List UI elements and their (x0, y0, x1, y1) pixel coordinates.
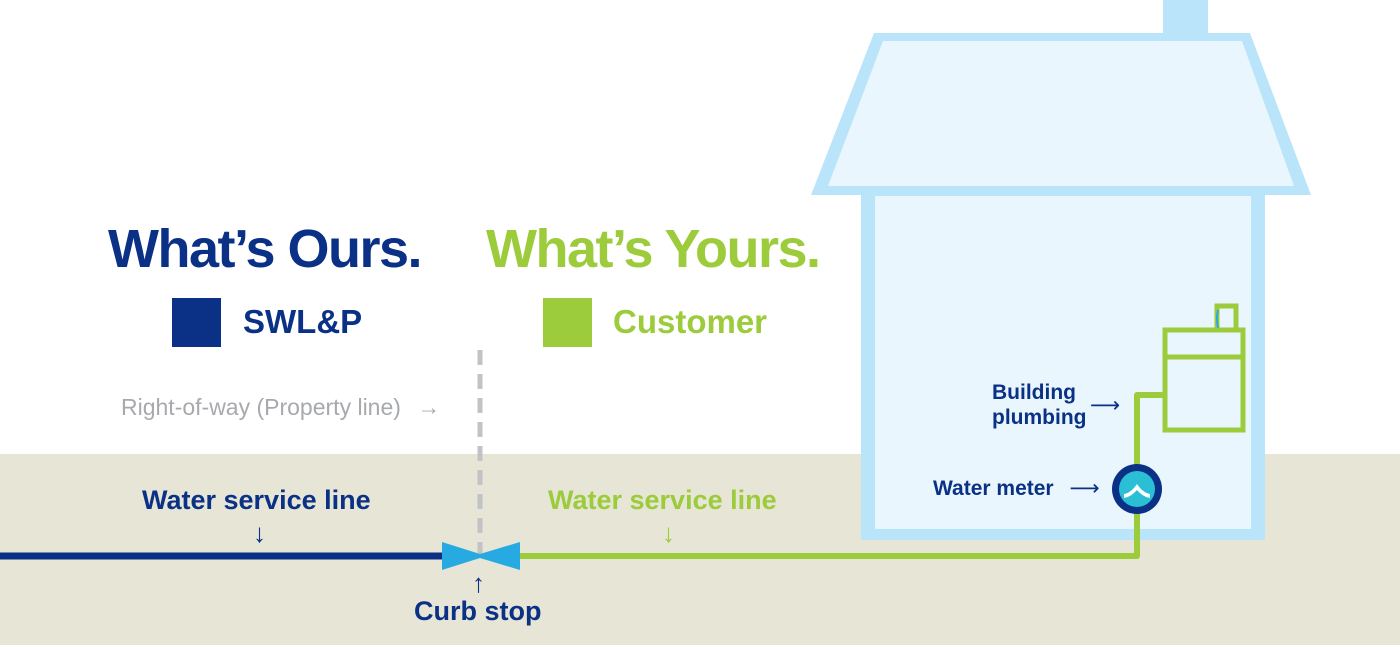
right-arrow-icon: ⟶ (1090, 394, 1121, 417)
water-meter-label: Water meter ⟶ (933, 476, 1100, 501)
legend-label-customer: Customer (613, 303, 768, 340)
property-line-label: Right-of-way (Property line) → (121, 394, 440, 421)
legend-swatch-customer (543, 298, 592, 347)
right-arrow-icon: ⟶ (1069, 477, 1100, 500)
heading-whats-yours: What’s Yours. (486, 219, 821, 279)
curb-stop-valve (442, 542, 520, 570)
up-arrow-icon: ↑ (472, 568, 485, 598)
legend-swatch-swlp (172, 298, 221, 347)
faucet-water-drip (1216, 309, 1219, 329)
property-line-text: Right-of-way (Property line) (121, 394, 401, 420)
service-line-ours-label: Water service line (142, 485, 371, 515)
curb-stop-label: Curb stop (414, 596, 542, 626)
building-plumbing-label: Building plumbing (992, 380, 1086, 430)
down-arrow-icon: ↓ (662, 518, 675, 548)
house-roof-inner (828, 41, 1294, 186)
water-meter-text: Water meter (933, 477, 1054, 500)
legend-label-swlp: SWL&P (243, 303, 363, 340)
service-line-yours-label: Water service line (548, 485, 777, 515)
water-meter-wave-icon (1124, 484, 1150, 498)
house-interior (875, 196, 1251, 529)
plumbing-fixture (1162, 327, 1246, 433)
building-plumbing-line1: Building (992, 381, 1076, 404)
building-plumbing-line2: plumbing (992, 406, 1087, 430)
down-arrow-icon: ↓ (253, 518, 266, 548)
right-arrow-icon: → (417, 394, 441, 420)
heading-whats-ours: What’s Ours. (108, 219, 423, 279)
